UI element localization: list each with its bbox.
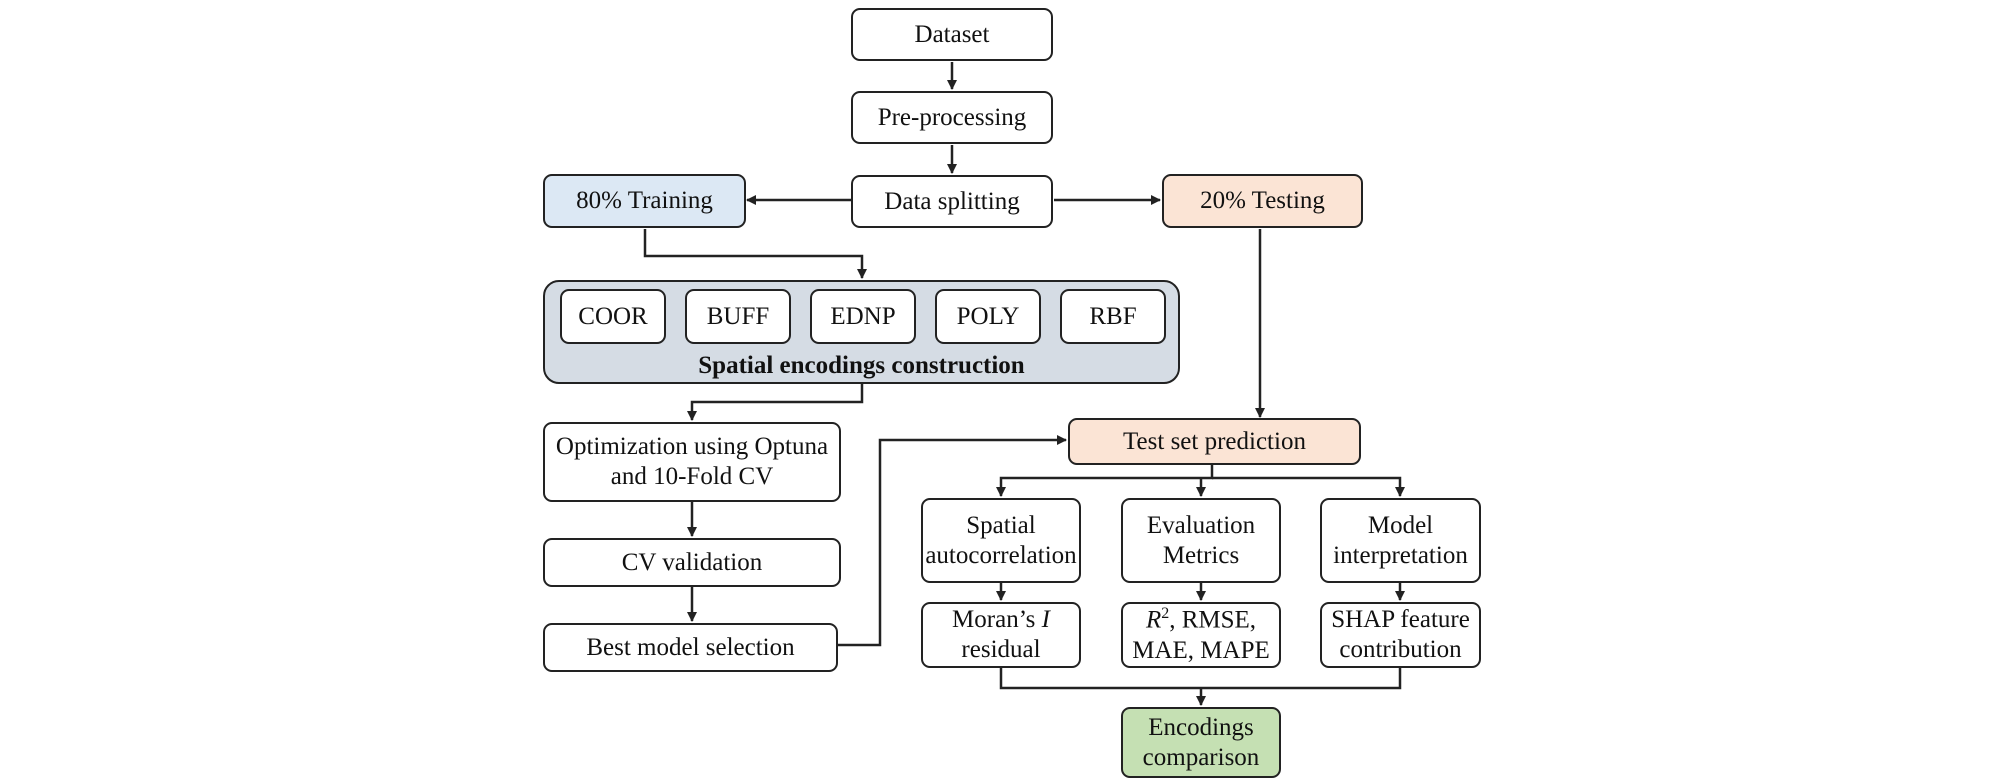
optimization-box: Optimization using Optuna and 10-Fold CV xyxy=(543,422,841,502)
morans-i-box: Moran’s I residual xyxy=(921,602,1081,668)
arrow-training-to-encodings xyxy=(643,229,867,279)
training-box: 80% Training xyxy=(543,174,746,228)
metrics-values-box: R2, RMSE, MAE, MAPE xyxy=(1121,602,1281,668)
spatial-encodings-label: Spatial encodings construction xyxy=(698,352,1025,379)
best-model-box: Best model selection xyxy=(543,623,838,672)
encodings-comparison-box: Encodings comparison xyxy=(1121,707,1281,778)
model-interpretation-box: Model interpretation xyxy=(1320,498,1481,583)
encoding-coor: COOR xyxy=(560,289,666,344)
branch-prediction-right xyxy=(1212,476,1405,497)
morans-i-line1: Moran’s I xyxy=(952,606,1050,633)
shap-contribution-box: SHAP feature contribution xyxy=(1320,602,1481,668)
cv-validation-box: CV validation xyxy=(543,538,841,587)
encoding-poly: POLY xyxy=(935,289,1041,344)
preprocessing-box: Pre-processing xyxy=(851,91,1053,144)
encoding-rbf: RBF xyxy=(1060,289,1166,344)
evaluation-metrics-box: Evaluation Metrics xyxy=(1121,498,1281,583)
data-splitting-box: Data splitting xyxy=(851,175,1053,228)
arrow-encodings-to-optimization xyxy=(687,384,864,421)
encoding-ednp: EDNP xyxy=(810,289,916,344)
branch-prediction xyxy=(996,465,1214,497)
metrics-values-line1: R2, RMSE, xyxy=(1145,605,1257,634)
test-prediction-box: Test set prediction xyxy=(1068,418,1361,465)
arrow-best-model-to-prediction xyxy=(838,435,1067,647)
encoding-buff: BUFF xyxy=(685,289,791,344)
dataset-box: Dataset xyxy=(851,8,1053,61)
merge-to-comparison xyxy=(999,668,1402,690)
spatial-autocorrelation-box: Spatial autocorrelation xyxy=(921,498,1081,583)
testing-box: 20% Testing xyxy=(1162,174,1363,228)
